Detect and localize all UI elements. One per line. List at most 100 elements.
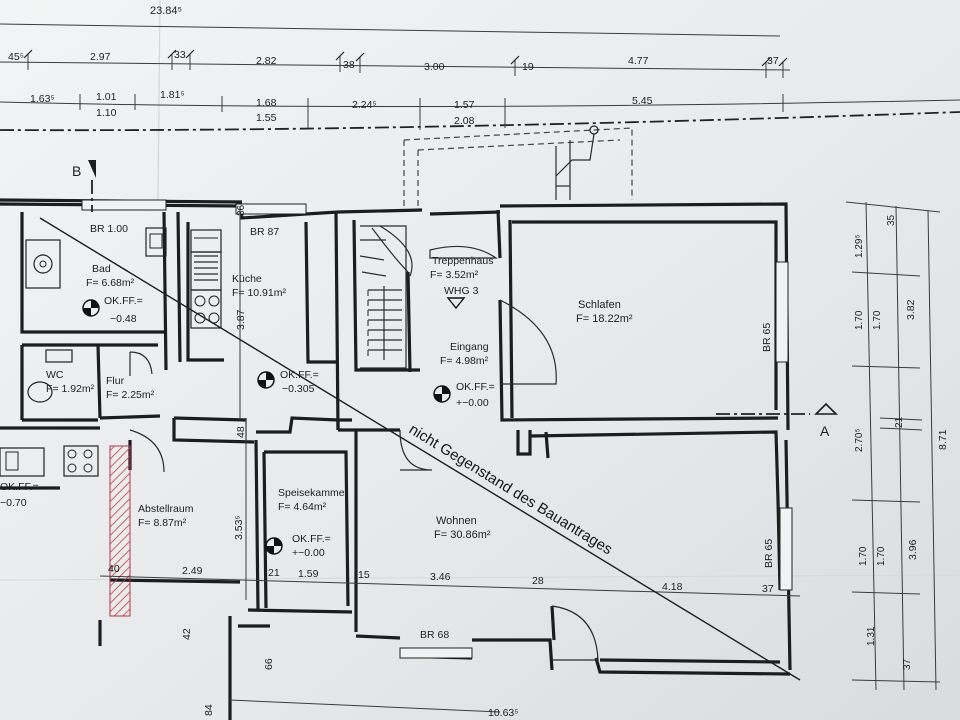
left-stove <box>0 445 99 477</box>
dim-int-13: 36 <box>236 204 247 216</box>
level-eingang-value: +−0.00 <box>456 397 489 409</box>
level-kueche-value: −0.305 <box>282 383 315 395</box>
dim-top-4: 2.82 <box>256 55 277 67</box>
dim-mid-3: 1.81⁵ <box>160 89 185 101</box>
level-left-value: −0.70 <box>0 497 27 509</box>
dim-right-outer: 8.71 <box>937 429 949 450</box>
interior-dimension-lines: 40 2.49 21 1.59 15 3.46 28 4.18 37 48 3.… <box>99 204 801 719</box>
level-symbol <box>257 371 275 389</box>
dim-low-2: 1.55 <box>256 112 277 124</box>
section-a-label: A <box>820 423 830 439</box>
dim-int-16: 84 <box>203 704 215 716</box>
windows <box>81 199 793 659</box>
dim-right-inner-10: 37 <box>902 658 913 670</box>
dim-top-7: 19 <box>522 61 534 73</box>
dim-mid-6: 1.57 <box>454 99 475 111</box>
dim-right-middle-1: 3.82 <box>905 299 917 320</box>
dim-top-1: 45⁵ <box>8 51 24 63</box>
dim-int-1: 40 <box>108 563 120 575</box>
dim-low-1: 1.10 <box>96 107 117 119</box>
stair-rail <box>555 125 599 200</box>
diagonal-strike-line <box>39 217 801 681</box>
bad-area: F= 6.68m² <box>86 277 135 289</box>
dim-right-inner-9: 1.31 <box>866 626 877 646</box>
dim-int-8: 4.18 <box>662 581 683 593</box>
walls <box>0 198 792 720</box>
eingang-name: Eingang <box>450 341 489 353</box>
wc-area: F= 1.92m² <box>46 383 95 395</box>
treppenhaus-name: Treppenhaus <box>432 255 494 267</box>
schlafen-name: Schlafen <box>578 299 621 311</box>
wohnen-door-label: BR 68 <box>420 629 449 641</box>
dashed-outline <box>403 127 633 208</box>
dim-int-17: 10.63⁵ <box>488 707 519 719</box>
dim-int-7: 28 <box>532 575 544 587</box>
treppenhaus-unit: WHG 3 <box>444 285 479 297</box>
dim-right-inner-7: 1.70 <box>858 546 869 566</box>
dim-top-3: 33 <box>174 49 186 61</box>
level-speise-value: +−0.00 <box>292 547 325 559</box>
level-kueche-label: OK.FF.= <box>280 369 319 381</box>
level-left-label: OK.FF.= <box>0 481 39 493</box>
dim-top-2: 2.97 <box>90 51 111 63</box>
bad-level-value: −0.48 <box>110 313 137 325</box>
dim-int-11: 3.53⁵ <box>233 515 245 540</box>
dim-mid-7: 5.45 <box>632 95 653 107</box>
level-symbol <box>433 385 451 403</box>
schlafen-area: F= 18.22m² <box>576 313 633 325</box>
dim-right-inner-5: 21 <box>894 416 905 428</box>
bad-window-label: BR 1.00 <box>90 223 128 235</box>
wohnen-area: F= 30.86m² <box>434 529 491 541</box>
dim-int-3: 21 <box>268 567 280 579</box>
dim-right-inner-1: 35 <box>886 214 897 226</box>
dim-right-inner-8: 1.70 <box>876 546 887 566</box>
staircase <box>359 225 413 369</box>
level-symbol <box>82 299 100 317</box>
dim-top-6: 3.00 <box>424 61 445 73</box>
dim-mid-4: 1.68 <box>256 97 277 109</box>
dim-top-5: 38 <box>343 59 355 71</box>
dim-int-6: 3.46 <box>430 571 451 583</box>
dim-int-14: 42 <box>181 628 193 640</box>
eingang-area: F= 4.98m² <box>440 355 489 367</box>
speisekammer-area: F= 4.64m² <box>278 501 327 513</box>
top-dimension-chains: 23.84⁵ 45⁵ 2.97 33 2.82 38 3.00 19 4.77 … <box>0 5 960 132</box>
dim-int-5: 15 <box>358 569 370 581</box>
dim-int-12: 3.87 <box>235 309 247 330</box>
dim-int-4: 1.59 <box>298 568 319 580</box>
dim-int-10: 48 <box>235 426 247 438</box>
kueche-name: Küche <box>232 273 262 285</box>
level-speise-label: OK.FF.= <box>292 533 331 545</box>
level-eingang-label: OK.FF.= <box>456 381 495 393</box>
dim-int-15: 66 <box>263 658 275 670</box>
abstellraum-area: F= 8.87m² <box>138 517 187 529</box>
wohnen-window-label: BR 65 <box>763 539 775 568</box>
b-dimension-tick-marks <box>23 49 788 67</box>
section-markers: B A <box>72 160 838 439</box>
bad-level-label: OK.FF.= <box>104 295 143 307</box>
dim-low-3: 2.08 <box>454 115 475 127</box>
flur-area: F= 2.25m² <box>106 389 155 401</box>
speisekammer-name: Speisekammer <box>278 487 349 499</box>
bad-name: Bad <box>92 263 111 275</box>
treppenhaus-area: F= 3.52m² <box>430 269 479 281</box>
bath-fixtures <box>25 227 167 403</box>
right-dimension-chains: 8.71 3.82 3.96 35 1.29⁵ 1.70 1.70 21 2.7… <box>845 201 949 691</box>
dim-mid-1: 1.63⁵ <box>30 93 55 105</box>
dim-right-inner-2: 1.29⁵ <box>854 234 865 258</box>
dim-int-9: 37 <box>762 583 774 595</box>
abstellraum-name: Abstellraum <box>138 503 194 515</box>
kueche-area: F= 10.91m² <box>232 287 286 299</box>
level-symbols <box>82 297 466 555</box>
dim-top-8: 4.77 <box>628 55 649 67</box>
dim-overall: 23.84⁵ <box>150 5 182 17</box>
dim-mid-5: 2.24⁵ <box>352 99 377 111</box>
dim-top-9: 37 <box>767 55 779 67</box>
room-labels: BR 1.00 Bad F= 6.68m² OK.FF.= −0.48 BR 8… <box>46 223 775 641</box>
flur-name: Flur <box>106 375 125 387</box>
dim-right-inner-4: 1.70 <box>872 310 883 330</box>
dim-right-inner-6: 2.70⁵ <box>854 428 865 452</box>
kueche-window-label: BR 87 <box>250 226 279 238</box>
hatched-wall <box>109 445 131 617</box>
